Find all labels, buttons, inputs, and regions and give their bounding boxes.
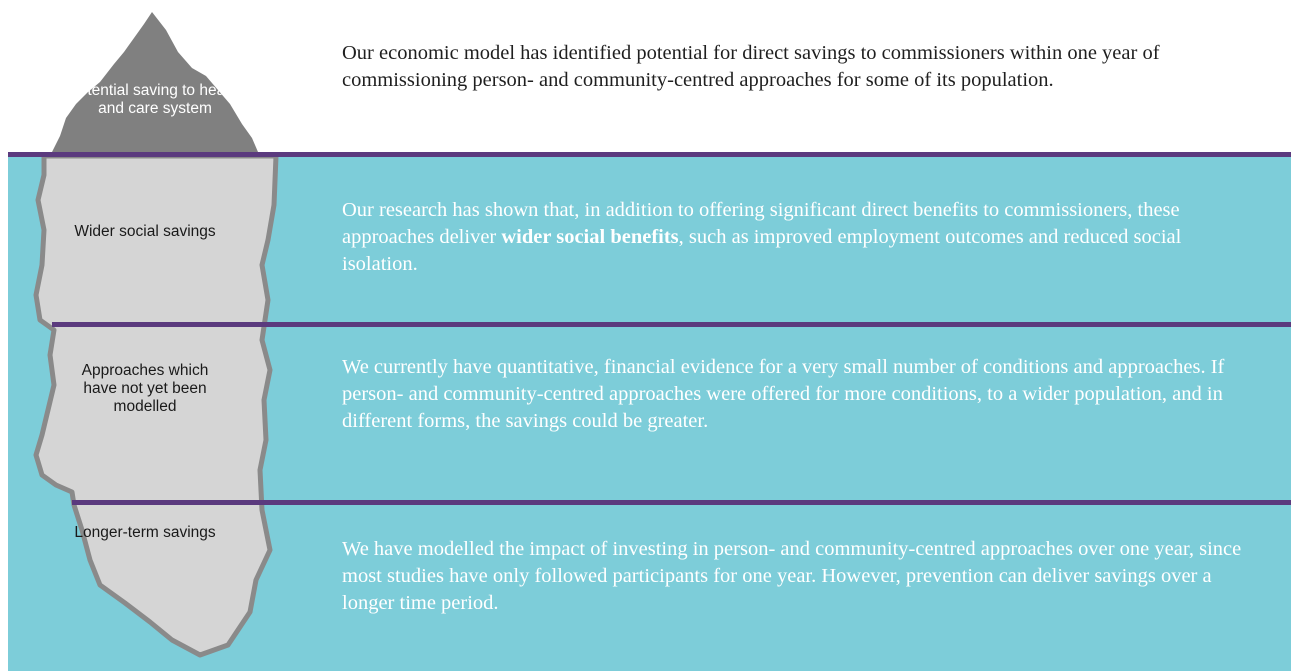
description-direct-savings: Our economic model has identified potent…	[342, 42, 1160, 91]
iceberg-tip-label: Potential saving to health and care syst…	[68, 82, 242, 117]
divider-line-3	[72, 500, 1291, 505]
iceberg-tip	[52, 12, 258, 152]
divider-line-2	[52, 322, 1291, 327]
description-wider-social-benefits: Our research has shown that, in addition…	[342, 197, 1262, 278]
divider-line-waterline	[8, 152, 1291, 157]
layer-label-longer-term-savings: Longer-term savings	[74, 524, 216, 541]
iceberg-underwater	[33, 153, 279, 658]
description-longer-term-savings: We have modelled the impact of investing…	[342, 538, 1242, 614]
description-wider-text-start: Our research has shown that, in addition…	[342, 199, 1180, 248]
description-wider-bold: wider social benefits	[501, 226, 679, 248]
description-unmodelled-approaches: We currently have quantitative, financia…	[342, 356, 1225, 432]
layer-label-wider-social-savings: Wider social savings	[74, 223, 216, 240]
layer-label-approaches-not-modelled: Approaches which have not yet been model…	[81, 362, 209, 415]
description-wider-text-end: , such as improved employment outcomes a…	[342, 226, 1182, 275]
